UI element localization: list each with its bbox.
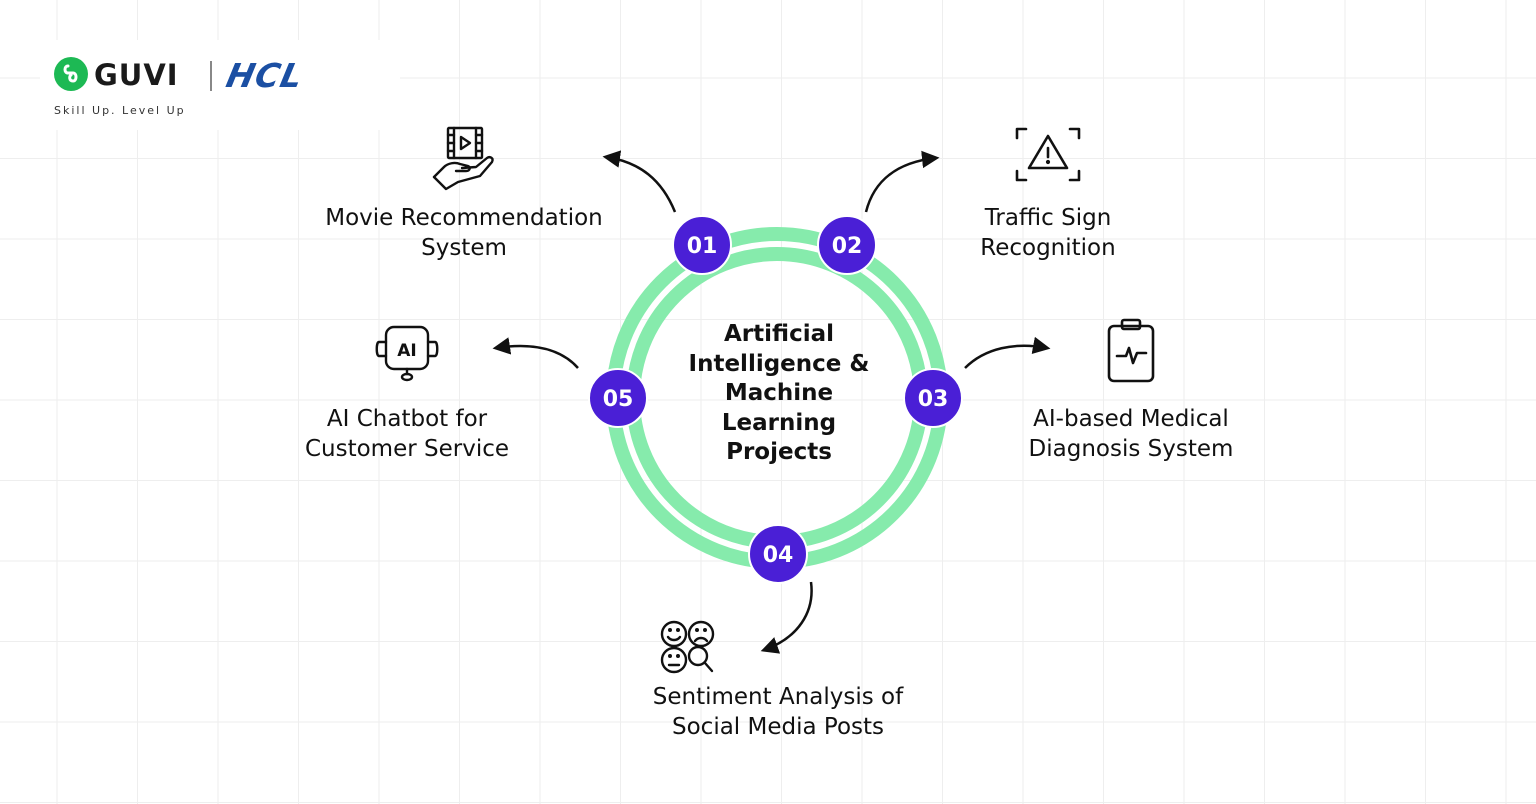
arrow-01 [602,150,677,213]
badge-03: 03 [903,368,963,428]
badge-01-number: 01 [687,234,718,259]
brand-tagline: Skill Up. Level Up [54,104,186,117]
warning-sign-icon [1015,127,1081,182]
badge-02-number: 02 [832,234,863,259]
badge-02: 02 [817,215,877,275]
arrow-04 [760,581,813,654]
arrow-05 [492,337,579,369]
item-label-03: AI-based Medical Diagnosis System [1028,406,1234,462]
ai-headset-icon [375,325,439,382]
video-hand-icon [432,126,494,191]
item-label-02: Traffic Sign Recognition [980,205,1116,261]
brand-logo: GUVI HCL Skill Up. Level Up [40,40,400,130]
badge-03-number: 03 [918,387,949,412]
badge-04-number: 04 [763,543,794,568]
logo-divider [210,61,212,91]
arrow-02 [864,150,940,213]
badge-05: 05 [588,368,648,428]
badge-01: 01 [672,215,732,275]
item-label-05: AI Chatbot for Customer Service [304,406,510,462]
arrow-03 [964,336,1051,369]
badge-05-number: 05 [603,387,634,412]
guvi-logo-icon [54,57,88,91]
item-label-04: Sentiment Analysis of Social Media Posts [652,684,904,740]
ai-icon-text: AI [397,341,416,361]
badge-04: 04 [748,524,808,584]
item-label-01: Movie Recommendation System [325,205,603,261]
diagram-center-title: Artificial Intelligence & Machine Learni… [688,321,870,465]
emotion-faces-icon [660,620,715,674]
medical-clipboard-icon [1107,318,1155,383]
guvi-wordmark: GUVI [94,58,179,92]
